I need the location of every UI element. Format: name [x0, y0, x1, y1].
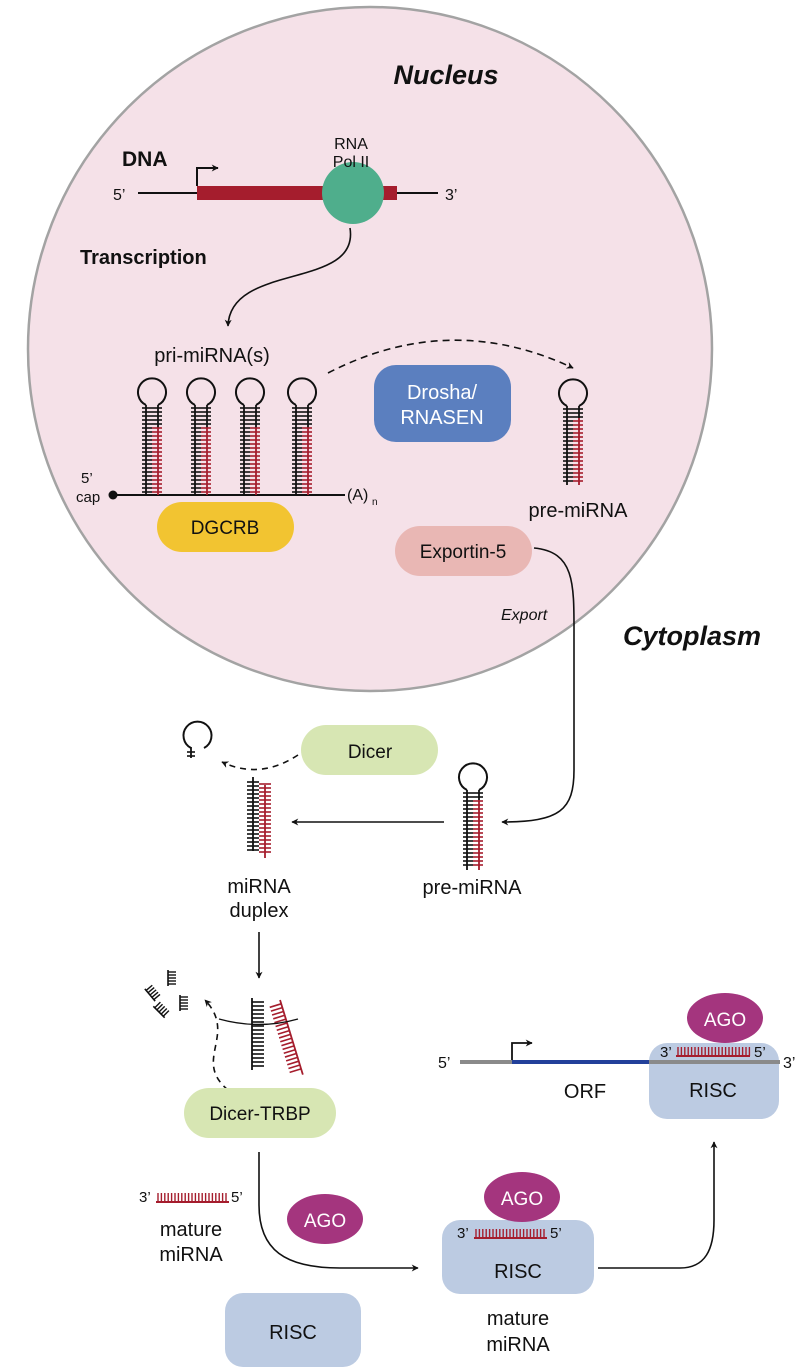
ago-target — [687, 993, 763, 1043]
dgcrb-label: DGCRB — [191, 518, 260, 539]
mature2-label-1: mature — [487, 1308, 549, 1330]
ago-target-label: AGO — [704, 1010, 746, 1031]
dna-gene — [138, 162, 438, 224]
pri-mirna-label: pri-miRNA(s) — [154, 345, 270, 367]
unwinding-duplex — [251, 998, 304, 1075]
target-tss-arrow — [511, 1039, 533, 1060]
dna-3prime: 3’ — [445, 187, 457, 204]
pre-mirna-nucleus — [558, 378, 588, 485]
dna-label: DNA — [122, 148, 168, 171]
target-strand-5prime: 5’ — [754, 1044, 766, 1061]
transcription-arrow — [224, 227, 352, 327]
drosha-cleavage-arrow — [327, 339, 574, 374]
mature-label-1: mature — [160, 1219, 222, 1241]
ago-loaded-label: AGO — [501, 1189, 543, 1210]
pri-polya-sub: n — [372, 497, 378, 508]
risc-free-label: RISC — [269, 1322, 317, 1344]
rna-pol-ii — [322, 162, 384, 224]
risc-loaded-label: RISC — [494, 1261, 542, 1283]
pol-label-2: Pol II — [333, 154, 369, 171]
dicer-loop-arrow — [221, 754, 299, 771]
mirna-duplex — [247, 777, 271, 858]
loaded-5prime: 5’ — [550, 1225, 562, 1242]
dna-5prime: 5’ — [113, 187, 125, 204]
mature-label-2: miRNA — [159, 1244, 223, 1266]
nucleus-region — [26, 5, 714, 693]
target-bound-mirna — [676, 1047, 751, 1057]
transcription-label: Transcription — [80, 247, 207, 269]
loaded-3prime: 3’ — [457, 1225, 469, 1242]
cytoplasm-label: Cytoplasm — [623, 621, 761, 651]
pre-mirna-cyto-label: pre-miRNA — [423, 877, 523, 899]
export-arrow — [501, 547, 575, 826]
pri-cap: cap — [76, 489, 100, 506]
pri-mirna — [108, 377, 345, 500]
degraded-passenger-strand — [144, 970, 188, 1019]
pre-mirna-nucleus-label: pre-miRNA — [529, 500, 629, 522]
duplex-label-2: duplex — [230, 900, 289, 922]
risc-assembly-arrow — [258, 1152, 419, 1272]
pri-polya: (A) — [347, 487, 368, 504]
pol-label-1: RNA — [334, 136, 368, 153]
free-5prime: 5’ — [231, 1189, 243, 1206]
drosha-protein — [374, 365, 511, 442]
unwind-bracket — [218, 1018, 299, 1026]
mature-mirna-strand — [156, 1193, 229, 1203]
export-label: Export — [501, 607, 548, 624]
exportin-5-protein — [395, 526, 532, 576]
passenger-degradation-arrow — [204, 999, 229, 1091]
risc-free — [225, 1293, 361, 1367]
dicer-protein — [301, 725, 438, 775]
ago-free-label: AGO — [304, 1211, 346, 1232]
target-strand-3prime: 3’ — [660, 1044, 672, 1061]
loaded-mirna-strand — [474, 1229, 547, 1239]
drosha-label-2: RNASEN — [400, 407, 483, 429]
drosha-label-1: Drosha/ — [407, 382, 477, 404]
nucleus-label: Nucleus — [393, 60, 498, 90]
dicer-trbp-label: Dicer-TRBP — [209, 1104, 310, 1125]
ago-loaded — [484, 1172, 560, 1222]
mature2-label-2: miRNA — [486, 1334, 550, 1356]
exportin-label: Exportin-5 — [420, 542, 507, 563]
excised-loop — [182, 720, 213, 758]
pre-mirna-cytoplasm — [458, 762, 488, 870]
dgcrb-protein — [157, 502, 294, 552]
free-3prime: 3’ — [139, 1189, 151, 1206]
target-3prime: 3’ — [783, 1055, 795, 1072]
risc-target-label: RISC — [689, 1080, 737, 1102]
pri-5prime: 5’ — [81, 470, 93, 487]
tss-arrow — [196, 164, 219, 186]
targeting-arrow — [598, 1141, 718, 1269]
target-5prime: 5’ — [438, 1055, 450, 1072]
orf-label: ORF — [564, 1081, 606, 1103]
dicer-trbp-protein — [184, 1088, 336, 1138]
ago-free — [287, 1194, 363, 1244]
duplex-label-1: miRNA — [227, 876, 291, 898]
dicer-label: Dicer — [348, 742, 393, 763]
